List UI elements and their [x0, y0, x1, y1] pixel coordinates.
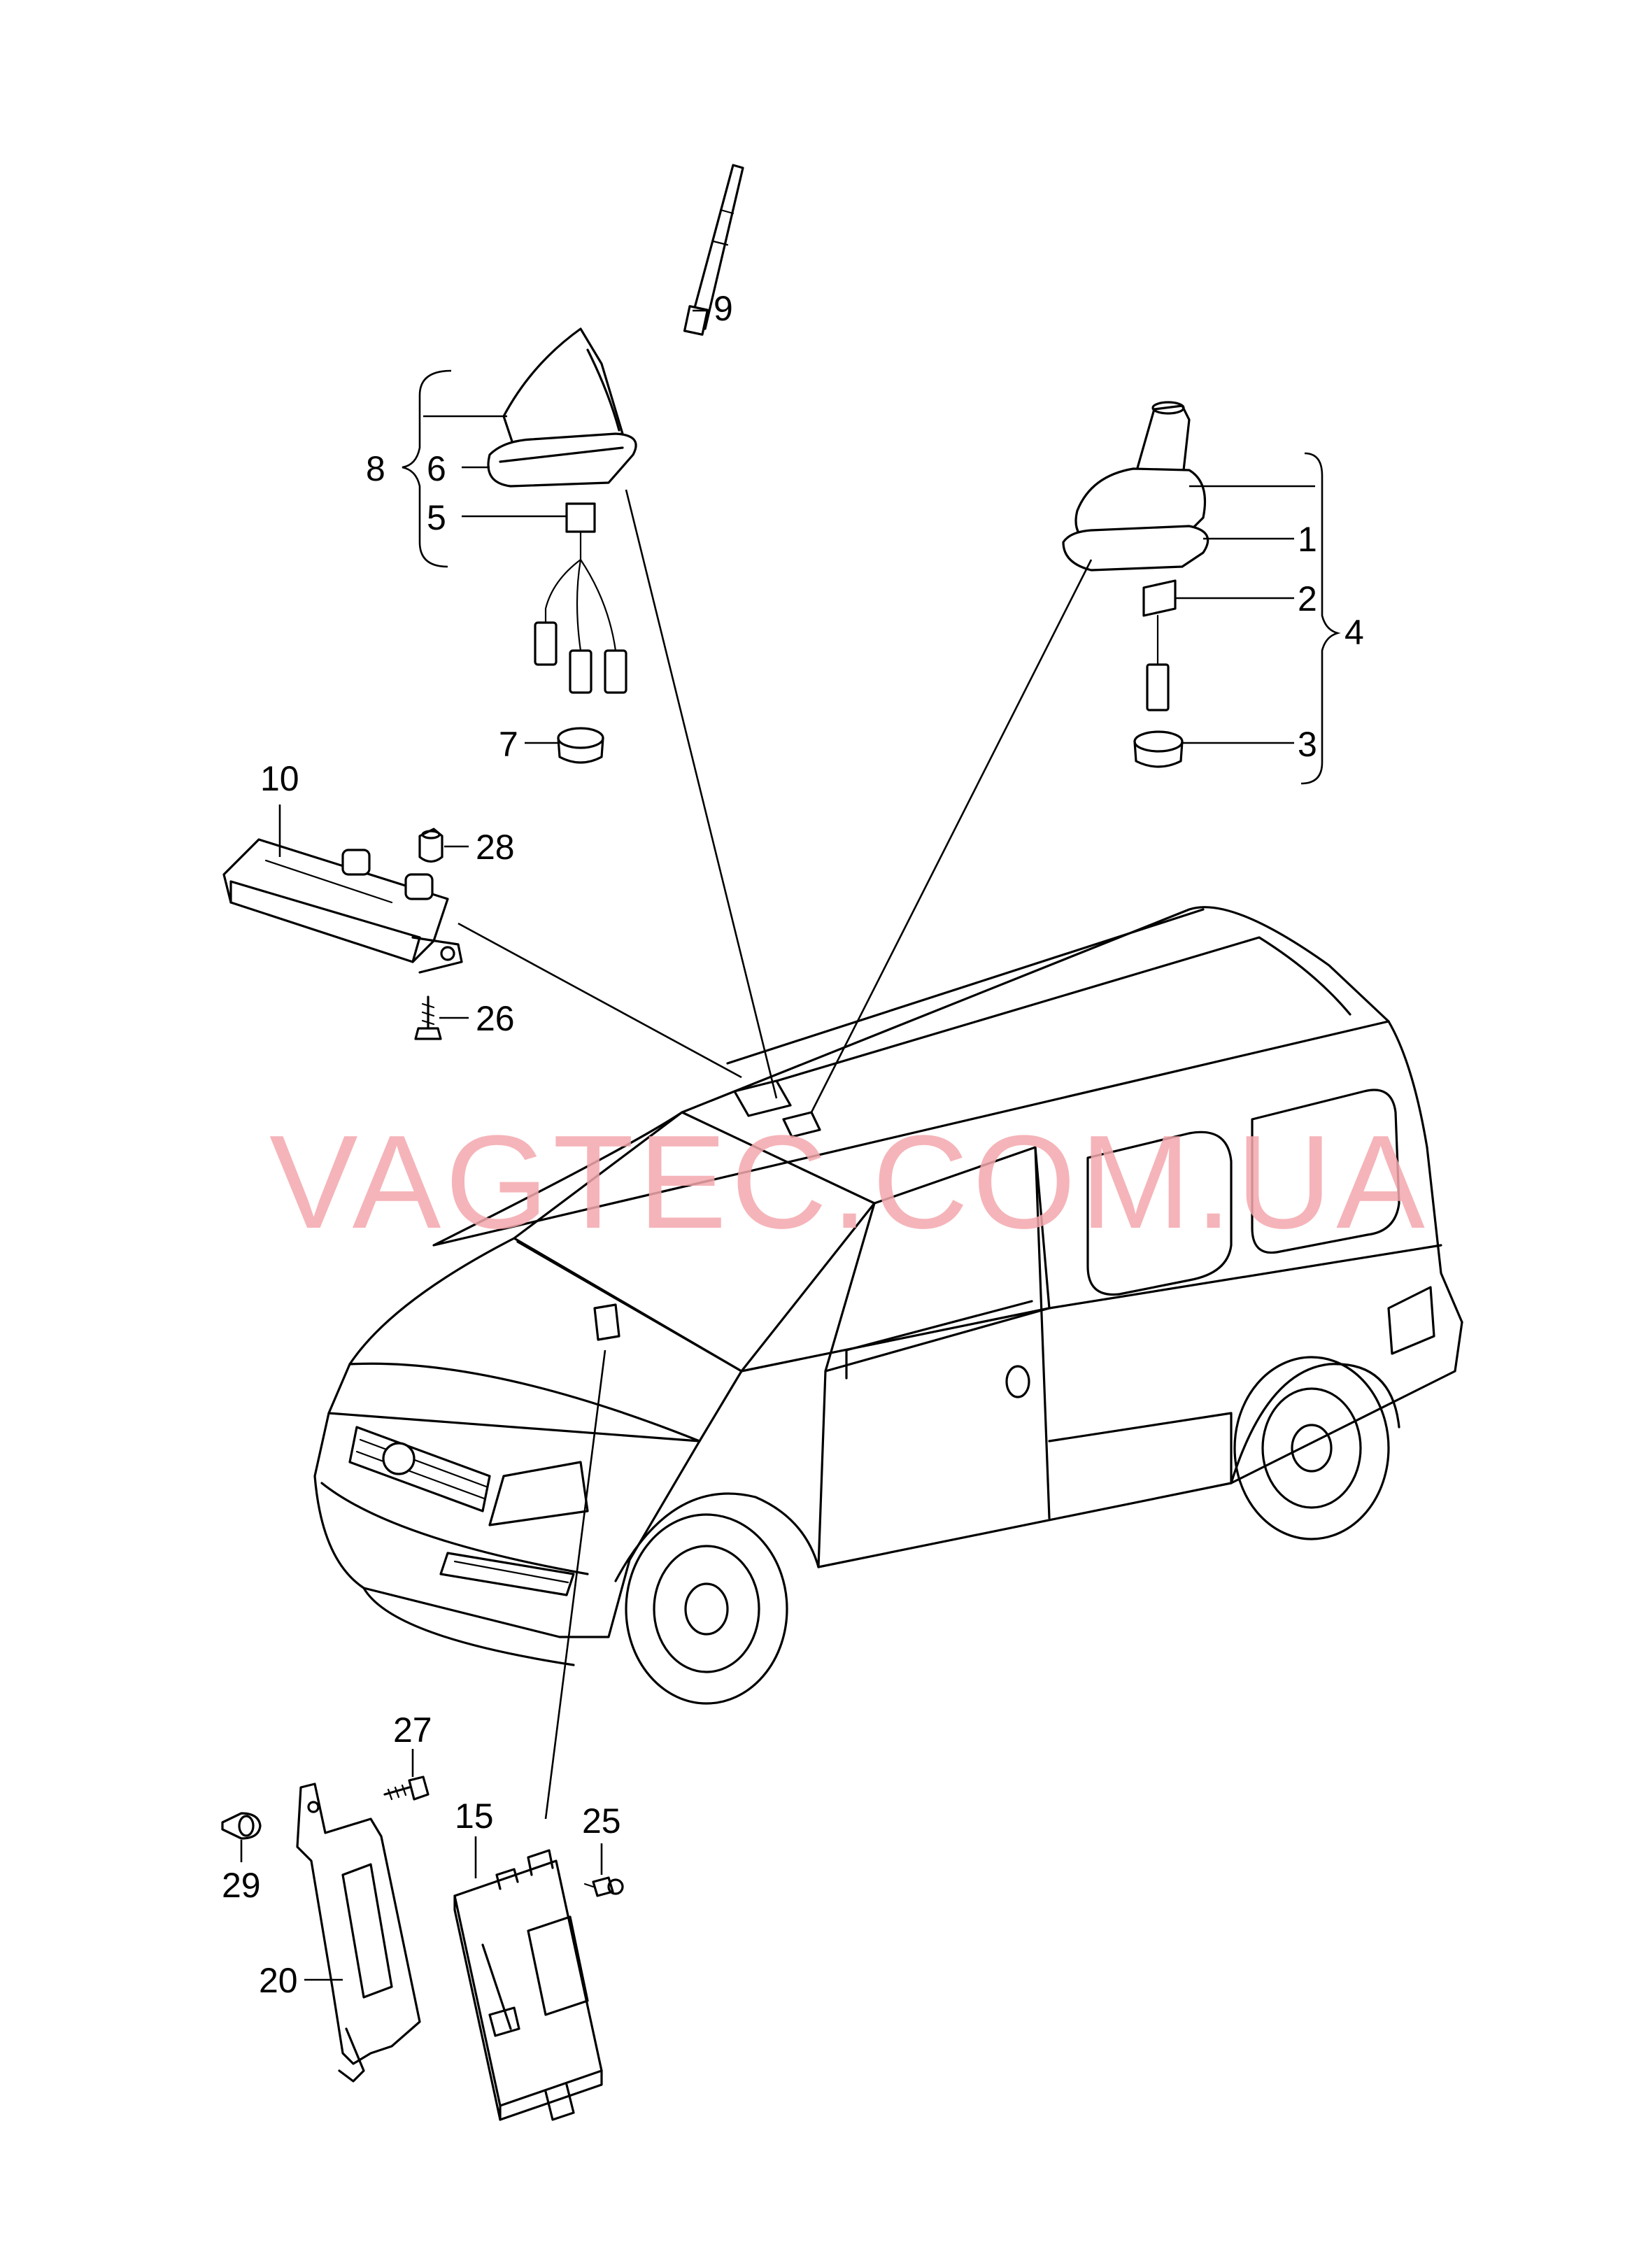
- clip-29: [221, 1812, 262, 1840]
- bracket-20: [296, 1782, 421, 2083]
- antenna-mast: [683, 164, 744, 336]
- callout-9: 9: [714, 289, 733, 328]
- callout-20: 20: [259, 1961, 298, 2000]
- callout-2: 2: [1298, 579, 1317, 618]
- bolt-28: [418, 828, 444, 863]
- watermark: VAGTEC.COM.UA: [269, 1108, 1429, 1256]
- control-unit-15: [453, 1849, 603, 2121]
- callout-5: 5: [427, 498, 446, 537]
- leader-lines: [240, 309, 1341, 1981]
- clip-25: [583, 1876, 624, 1897]
- rod-antenna-assembly-4: [1062, 401, 1209, 768]
- callout-6: 6: [427, 449, 446, 488]
- roof-antenna-assembly-8: [487, 327, 637, 764]
- callout-27: 27: [393, 1710, 432, 1750]
- callout-29: 29: [222, 1866, 261, 1905]
- callout-7: 7: [499, 725, 518, 764]
- vehicle-body: [313, 906, 1463, 1705]
- callout-26: 26: [476, 999, 515, 1038]
- callout-3: 3: [1298, 725, 1317, 764]
- callout-4: 4: [1344, 613, 1364, 652]
- bolt-26: [414, 995, 442, 1040]
- callout-15: 15: [455, 1796, 494, 1836]
- bolt-27: [383, 1776, 430, 1801]
- callout-28: 28: [476, 828, 515, 867]
- callout-1: 1: [1298, 520, 1317, 559]
- antenna-amplifier-10: [222, 838, 463, 974]
- callout-8: 8: [366, 449, 385, 488]
- callout-labels: 9 8 6 5 7 1 2 4 3 10 28 26 27 15 25 29 2…: [222, 289, 1364, 2000]
- callout-25: 25: [582, 1801, 621, 1841]
- callout-10: 10: [260, 759, 299, 798]
